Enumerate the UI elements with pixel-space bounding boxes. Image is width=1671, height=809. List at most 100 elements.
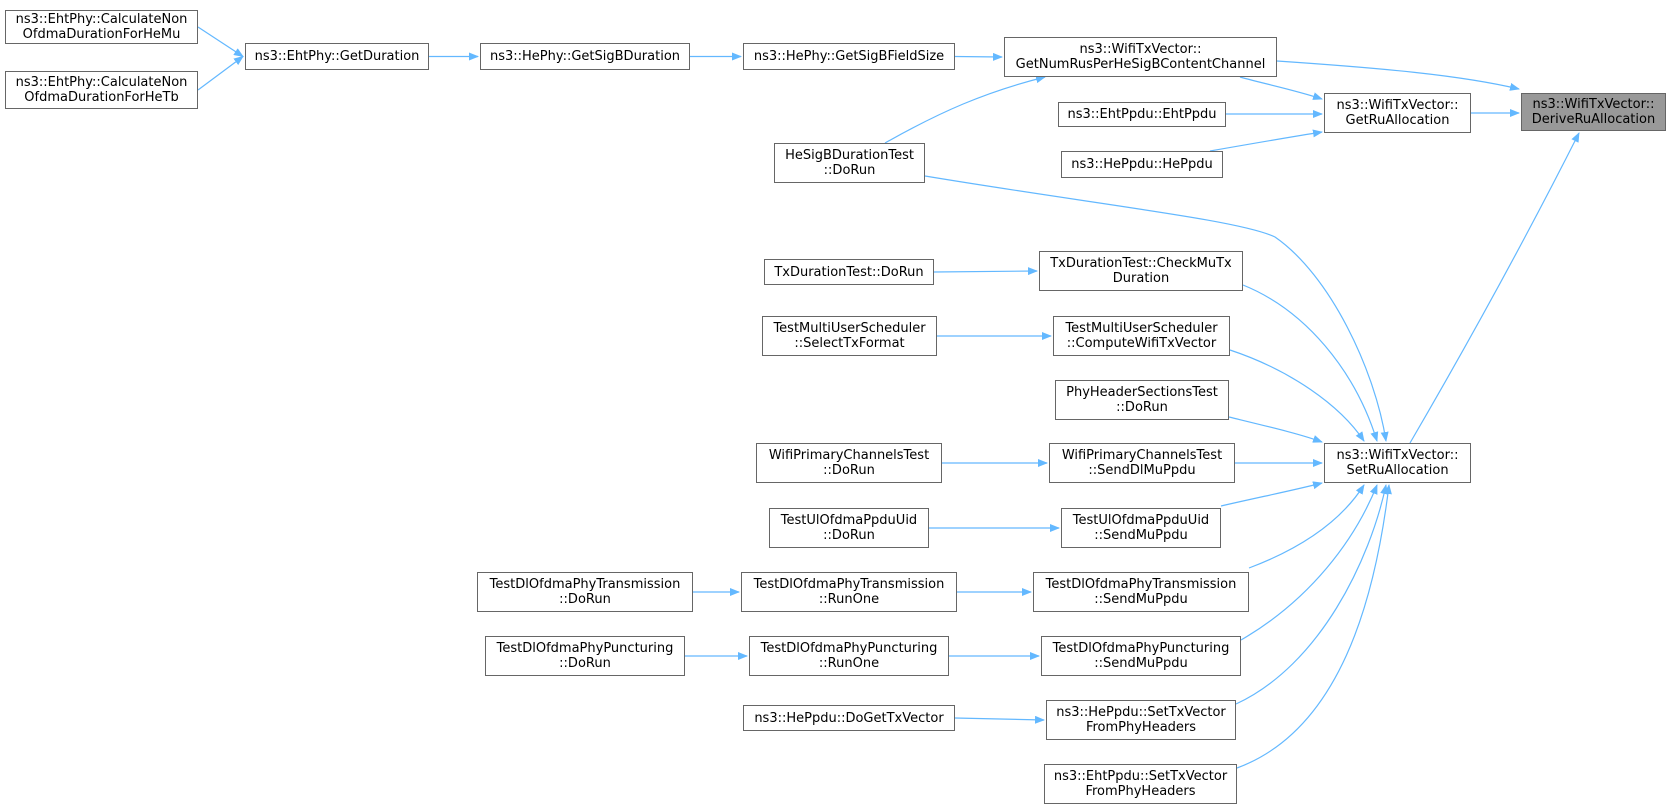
edge-ulofdmasend-to-setru	[1220, 481, 1323, 507]
node-senddlmu[interactable]: WifiPrimaryChannelsTest::SendDlMuPpdu	[1049, 443, 1235, 483]
node-label-line: TxDurationTest::CheckMuTx	[1050, 256, 1232, 271]
node-selecttx[interactable]: TestMultiUserScheduler::SelectTxFormat	[762, 316, 937, 356]
node-label-line: OfdmaDurationForHeMu	[22, 27, 181, 42]
node-getnumrus[interactable]: ns3::WifiTxVector::GetNumRusPerHeSigBCon…	[1004, 37, 1277, 77]
node-label-line: ns3::HePhy::GetSigBFieldSize	[753, 49, 945, 64]
node-label-line: ::DoRun	[559, 656, 611, 671]
node-dltransdorun[interactable]: TestDlOfdmaPhyTransmission::DoRun	[477, 572, 693, 612]
node-label-line: ns3::HePhy::GetSigBDuration	[489, 49, 681, 64]
node-label-line: TestUlOfdmaPpduUid	[780, 513, 918, 528]
edge-heppdu-to-getru	[1209, 129, 1323, 152]
node-label-line: DeriveRuAllocation	[1531, 112, 1656, 127]
node-label-line: TestDlOfdmaPhyTransmission	[489, 577, 681, 592]
edge-getnumrus-to-getru	[1239, 76, 1323, 100]
node-label-line: FromPhyHeaders	[1085, 784, 1196, 799]
edge-calctb-to-getdur	[197, 55, 244, 91]
node-txdurdorun[interactable]: TxDurationTest::DoRun	[764, 259, 934, 285]
edge-dlpuncsend-to-setru	[1240, 484, 1378, 641]
node-label-line: TestDlOfdmaPhyTransmission	[1045, 577, 1237, 592]
node-dltranssend[interactable]: TestDlOfdmaPhyTransmission::SendMuPpdu	[1033, 572, 1249, 612]
node-heppdu[interactable]: ns3::HePpdu::HePpdu	[1061, 151, 1223, 178]
node-label-line: ns3::HePpdu::SetTxVector	[1056, 705, 1226, 720]
node-dlpuncdorun[interactable]: TestDlOfdmaPhyPuncturing::DoRun	[485, 636, 685, 676]
node-label-line: FromPhyHeaders	[1085, 720, 1197, 735]
node-label-line: ::SelectTxFormat	[794, 336, 905, 351]
node-dltransrun[interactable]: TestDlOfdmaPhyTransmission::RunOne	[741, 572, 957, 612]
edge-sigbsize-to-getnumrus	[954, 52, 1003, 61]
node-label-line: ::ComputeWifiTxVector	[1066, 336, 1217, 351]
edge-hedoget-to-hesettx	[954, 715, 1045, 724]
node-label-line: TestUlOfdmaPpduUid	[1072, 513, 1210, 528]
node-label-line: TxDurationTest::DoRun	[774, 264, 924, 280]
node-label-line: OfdmaDurationForHeTb	[24, 90, 179, 105]
node-getdur[interactable]: ns3::EhtPhy::GetDuration	[245, 43, 429, 70]
node-label-line: ::SendDlMuPpdu	[1088, 463, 1196, 478]
node-ulofdmadorun[interactable]: TestUlOfdmaPpduUid::DoRun	[769, 508, 929, 548]
node-label-line: WifiPrimaryChannelsTest	[1061, 448, 1223, 463]
node-derive: ns3::WifiTxVector::DeriveRuAllocation	[1521, 93, 1666, 131]
edge-phyheader-to-setru	[1228, 416, 1323, 443]
node-label-line: TestDlOfdmaPhyTransmission	[753, 577, 945, 592]
edge-getnumrus-to-derive	[1276, 60, 1520, 91]
node-label-line: ::SendMuPpdu	[1094, 528, 1188, 543]
edge-txdurdorun-to-checkmutx	[933, 267, 1038, 276]
node-sigbdur[interactable]: ns3::HePhy::GetSigBDuration	[480, 43, 690, 70]
node-label-line: ::DoRun	[823, 163, 876, 178]
node-computewifi[interactable]: TestMultiUserScheduler::ComputeWifiTxVec…	[1053, 316, 1230, 356]
node-label-line: ns3::WifiTxVector::	[1336, 448, 1459, 463]
node-label-line: ns3::WifiTxVector::	[1532, 97, 1655, 112]
node-label-line: ::SendMuPpdu	[1094, 592, 1188, 607]
node-label-line: ::RunOne	[818, 656, 880, 671]
node-label-line: ns3::EhtPhy::CalculateNon	[15, 75, 188, 90]
node-label-line: GetNumRusPerHeSigBContentChannel	[1015, 57, 1266, 72]
node-label-line: TestMultiUserScheduler	[1065, 321, 1218, 336]
node-label-line: TestDlOfdmaPhyPuncturing	[496, 641, 674, 656]
node-label-line: TestMultiUserScheduler	[773, 321, 926, 336]
node-label-line: HeSigBDurationTest	[785, 148, 914, 163]
node-label-line: ::DoRun	[823, 463, 875, 478]
node-dlpuncsend[interactable]: TestDlOfdmaPhyPuncturing::SendMuPpdu	[1041, 636, 1241, 676]
node-phyheader[interactable]: PhyHeaderSectionsTest::DoRun	[1055, 380, 1229, 420]
edge-calcmu-to-getdur	[197, 26, 244, 58]
node-label-line: ns3::EhtPhy::GetDuration	[254, 49, 420, 64]
node-ulofdmasend[interactable]: TestUlOfdmaPpduUid::SendMuPpdu	[1061, 508, 1221, 548]
node-label-line: TestDlOfdmaPhyPuncturing	[760, 641, 938, 656]
edge-checkmutx-to-setru	[1242, 284, 1379, 442]
edge-computewifi-to-setru	[1229, 349, 1365, 442]
edge-setru-to-derive	[1409, 132, 1580, 444]
node-label-line: ns3::HePpdu::DoGetTxVector	[754, 710, 944, 726]
node-label-line: WifiPrimaryChannelsTest	[768, 448, 930, 463]
node-label-line: ns3::WifiTxVector::	[1079, 42, 1202, 57]
node-sigbsize[interactable]: ns3::HePhy::GetSigBFieldSize	[743, 43, 955, 70]
node-label-line: ::SendMuPpdu	[1094, 656, 1188, 671]
edge-ehtsettx-to-setru	[1236, 484, 1392, 769]
node-label-line: TestDlOfdmaPhyPuncturing	[1052, 641, 1230, 656]
node-hesigbtest[interactable]: HeSigBDurationTest::DoRun	[774, 143, 925, 183]
edge-dltranssend-to-setru	[1248, 484, 1365, 569]
node-label-line: ::DoRun	[823, 528, 875, 543]
node-getru[interactable]: ns3::WifiTxVector::GetRuAllocation	[1324, 93, 1471, 133]
node-label-line: ns3::EhtPhy::CalculateNon	[15, 12, 188, 27]
edge-hesettx-to-setru	[1235, 484, 1389, 705]
edge-hesigbtest-to-getnumrus	[884, 75, 1046, 144]
node-label-line: SetRuAllocation	[1346, 463, 1449, 478]
node-label-line: ::RunOne	[818, 592, 880, 607]
node-setru[interactable]: ns3::WifiTxVector::SetRuAllocation	[1324, 443, 1471, 483]
node-label-line: ns3::EhtPpdu::SetTxVector	[1053, 769, 1228, 784]
node-label-line: Duration	[1112, 271, 1170, 286]
node-label-line: ns3::HePpdu::HePpdu	[1071, 157, 1213, 172]
node-label-line: PhyHeaderSectionsTest	[1066, 385, 1218, 400]
node-ehtppdu[interactable]: ns3::EhtPpdu::EhtPpdu	[1058, 102, 1226, 127]
node-label-line: ns3::EhtPpdu::EhtPpdu	[1067, 107, 1217, 122]
node-hedoget[interactable]: ns3::HePpdu::DoGetTxVector	[743, 705, 955, 731]
node-wifiprimdorun[interactable]: WifiPrimaryChannelsTest::DoRun	[756, 443, 942, 483]
node-dlpuncrun[interactable]: TestDlOfdmaPhyPuncturing::RunOne	[749, 636, 949, 676]
node-label-line: ::DoRun	[559, 592, 611, 607]
node-label-line: GetRuAllocation	[1345, 113, 1450, 128]
